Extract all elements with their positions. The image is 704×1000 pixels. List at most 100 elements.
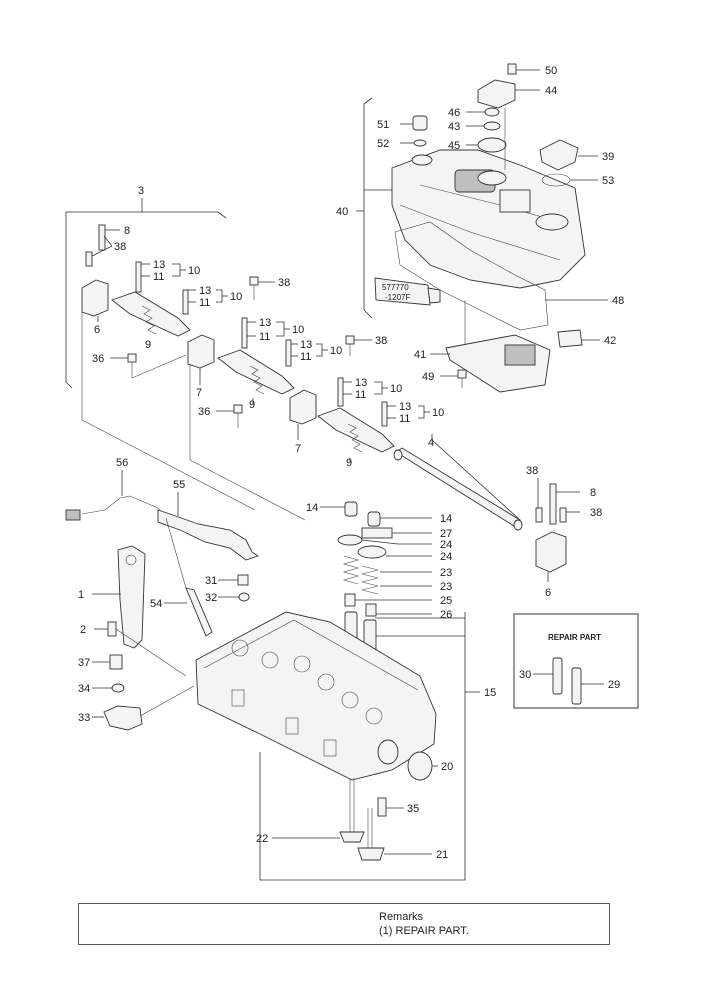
ref-23-a: 23 [440, 567, 452, 579]
ref-9-b: 9 [249, 399, 255, 411]
ref-11-a: 11 [153, 271, 164, 283]
remarks-box: Remarks (1) REPAIR PART. [78, 903, 610, 945]
ref-22: 22 [256, 833, 268, 845]
ref-38-right: 38 [590, 507, 602, 519]
ref-9-a: 9 [145, 339, 151, 351]
ref-51: 51 [377, 119, 389, 131]
ref-13-d: 13 [300, 339, 312, 351]
ref-11-b: 11 [199, 297, 210, 309]
cover-gasket [394, 221, 549, 331]
ref-11-d: 11 [300, 351, 311, 363]
ref-37: 37 [78, 657, 90, 669]
ref-44: 44 [545, 85, 557, 97]
ref-48: 48 [612, 295, 624, 307]
ref-7-b: 7 [295, 443, 301, 455]
valve-spring-1 [141, 305, 157, 335]
ref-10-e: 10 [390, 383, 402, 395]
ref-8-right: 8 [590, 487, 596, 499]
ref-35: 35 [407, 803, 419, 815]
ref-30: 30 [519, 669, 531, 681]
valve-spring-right [361, 565, 379, 595]
ref-14-b: 14 [440, 513, 452, 525]
ref-38-right-top: 38 [526, 465, 538, 477]
ref-36-a: 36 [92, 353, 104, 365]
ref-36-b: 36 [198, 406, 210, 418]
valve-spring-3 [347, 423, 363, 453]
ref-13-b: 13 [199, 285, 211, 297]
repair-part-box: REPAIR PART [513, 613, 639, 709]
ref-21: 21 [436, 849, 448, 861]
ref-52: 52 [377, 138, 389, 150]
valve-spring-left [342, 555, 360, 585]
wiring-bracket [157, 509, 260, 561]
ref-14-a: 14 [306, 502, 318, 514]
ref-10-f: 10 [432, 407, 444, 419]
ref-26: 26 [440, 609, 452, 621]
exhaust-valve [357, 847, 385, 861]
glow-plug [185, 587, 213, 637]
ref-53: 53 [602, 175, 614, 187]
rocker-arm-group [65, 198, 580, 582]
ref-41: 41 [414, 349, 426, 361]
ref-24-b: 24 [440, 551, 452, 563]
sealant-tube [374, 277, 431, 306]
ref-10-c: 10 [292, 324, 304, 336]
ref-56: 56 [116, 457, 128, 469]
ref-2: 2 [80, 624, 86, 636]
ref-29: 29 [608, 679, 620, 691]
ref-3: 3 [138, 185, 144, 197]
rocker-cover-group: 577770 -1207F [356, 63, 608, 393]
ref-7-a: 7 [196, 387, 202, 399]
ref-13-e: 13 [355, 377, 367, 389]
tube-text-1: 577770 [382, 283, 409, 292]
harness-group [65, 470, 260, 731]
cylinder-head-group [195, 611, 438, 861]
ref-1: 1 [78, 589, 84, 601]
ref-20: 20 [441, 761, 453, 773]
ref-11-f: 11 [399, 413, 410, 425]
ref-8-left: 8 [124, 225, 130, 237]
valve-spring-2 [249, 365, 265, 395]
ref-32: 32 [205, 592, 217, 604]
rocker-cover [391, 149, 586, 289]
lifting-eye [117, 545, 146, 649]
ref-46: 46 [448, 107, 460, 119]
ref-13-a: 13 [153, 259, 165, 271]
ref-43: 43 [448, 121, 460, 133]
ref-6-right: 6 [545, 587, 551, 599]
ref-10-a: 10 [188, 265, 200, 277]
ref-4: 4 [428, 437, 434, 449]
ref-27: 27 [440, 528, 452, 540]
ref-31: 31 [205, 575, 217, 587]
ref-39: 39 [602, 151, 614, 163]
breather-cover [477, 79, 516, 109]
tube-text-2: -1207F [385, 293, 410, 302]
ref-54: 54 [150, 598, 162, 610]
nozzle-holder-clamp [103, 705, 143, 731]
valve-train-group [259, 501, 480, 881]
remarks-line-1: (1) REPAIR PART. [379, 925, 469, 937]
ref-42: 42 [604, 335, 616, 347]
ref-38-mid: 38 [375, 335, 387, 347]
ref-45: 45 [448, 140, 460, 152]
ref-6-left: 6 [94, 324, 100, 336]
rocker-shaft [395, 447, 521, 527]
ref-49: 49 [422, 371, 434, 383]
ref-33: 33 [78, 712, 90, 724]
ref-50: 50 [545, 65, 557, 77]
ref-11-c: 11 [259, 331, 270, 343]
rocker-support-right [289, 389, 317, 425]
rocker-support-left [81, 279, 109, 317]
glow-plug-harness [81, 495, 165, 515]
ref-34: 34 [78, 683, 90, 695]
ref-24-a: 24 [440, 539, 452, 551]
intake-valve [339, 831, 365, 843]
oil-filler-cap [539, 139, 579, 171]
ref-55: 55 [173, 479, 185, 491]
ref-13-f: 13 [399, 401, 411, 413]
ref-11-e: 11 [355, 389, 366, 401]
ref-23-b: 23 [440, 581, 452, 593]
rocker-support-far [535, 531, 567, 573]
ref-13-c: 13 [259, 317, 271, 329]
